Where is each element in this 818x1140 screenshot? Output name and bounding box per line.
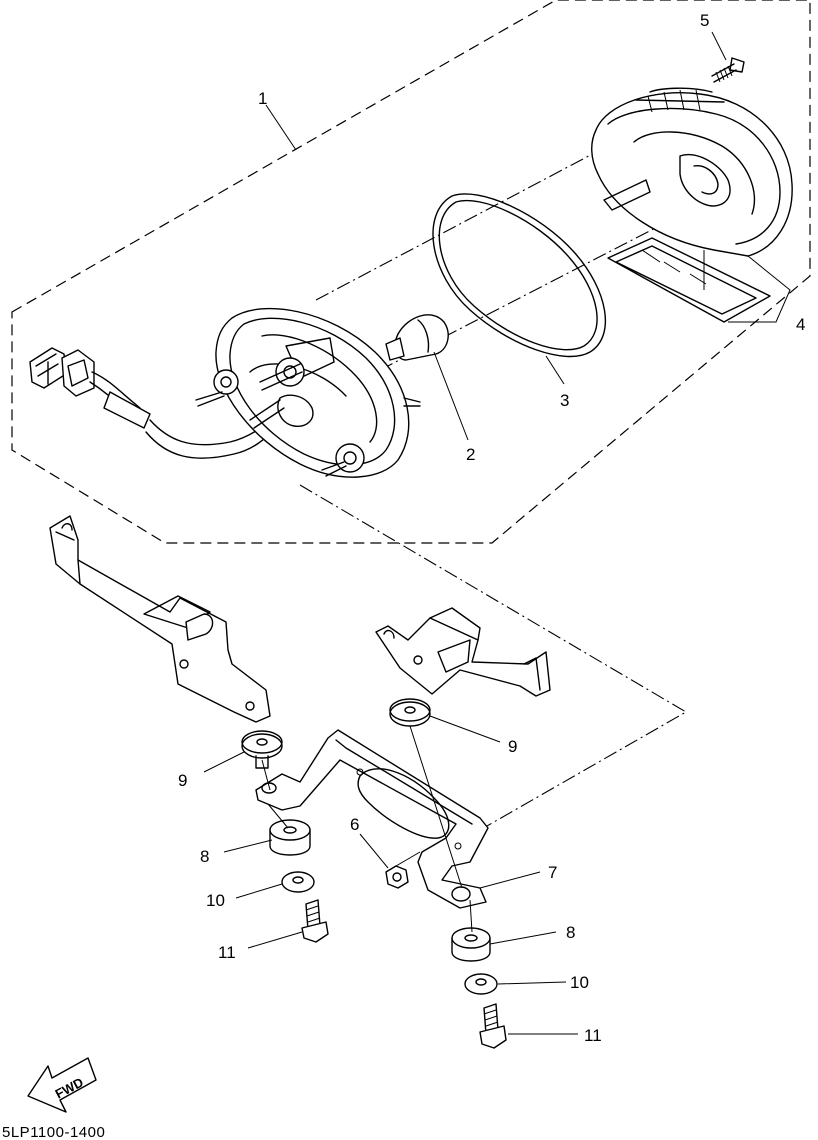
forward-arrow-icon: FWD — [27, 1057, 97, 1113]
callout-8-right: 8 — [566, 923, 575, 942]
right-grommet — [389, 698, 431, 727]
callout-6: 6 — [350, 815, 359, 834]
lens-reflector-plate — [607, 237, 771, 323]
left-washer — [281, 871, 315, 893]
left-support-bracket — [49, 515, 271, 723]
lamp-housing — [195, 307, 421, 478]
left-collar — [269, 819, 311, 856]
callout-2: 2 — [466, 445, 475, 464]
callout-11-left: 11 — [218, 943, 236, 962]
right-washer — [464, 973, 498, 995]
lamp-stay — [255, 729, 489, 909]
callout-1: 1 — [258, 89, 267, 108]
screw — [711, 57, 745, 83]
right-support-bracket — [375, 607, 551, 697]
leader-lines — [203, 31, 791, 1035]
callout-10-right: 10 — [570, 973, 589, 992]
callout-11-right: 11 — [584, 1026, 602, 1045]
drawing-code: 5LP1100-1400 — [2, 1124, 105, 1140]
left-grommet — [241, 730, 283, 769]
callout-7: 7 — [548, 863, 557, 882]
callout-10-left: 10 — [206, 891, 225, 910]
alignment-lines — [261, 725, 473, 933]
right-bolt — [479, 1003, 507, 1049]
right-collar — [451, 927, 491, 962]
callout-9-left: 9 — [178, 771, 187, 790]
callout-9-right: 9 — [508, 737, 517, 756]
left-bolt — [301, 899, 329, 943]
callout-8-left: 8 — [200, 847, 209, 866]
bulb — [385, 314, 449, 361]
lens — [591, 87, 793, 257]
assembly-boundary — [11, 0, 811, 544]
wire-connector — [29, 347, 95, 397]
nut — [385, 865, 409, 889]
callout-3: 3 — [560, 391, 569, 410]
callout-4: 4 — [796, 315, 805, 334]
callout-5: 5 — [700, 11, 709, 30]
gasket — [432, 193, 607, 358]
